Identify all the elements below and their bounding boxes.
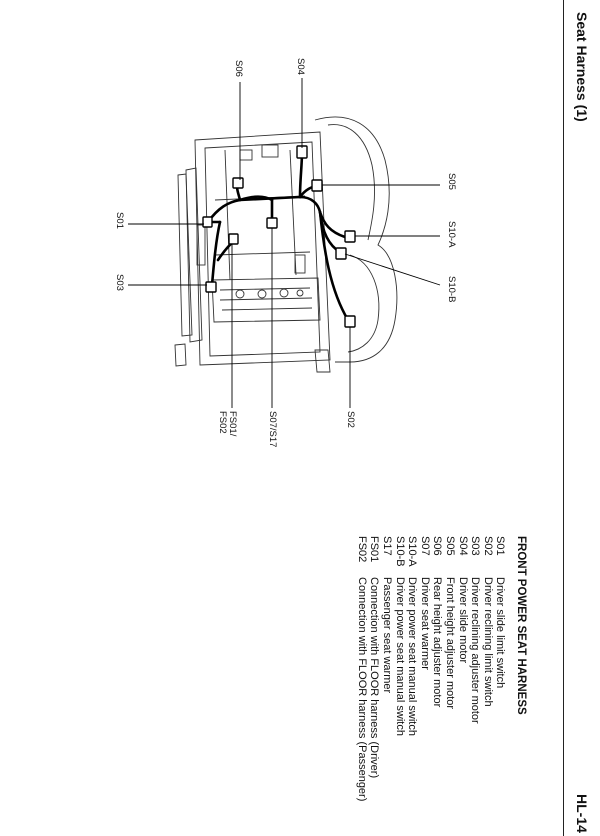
- rail-foot-2: [314, 349, 331, 373]
- connector-s05: [311, 179, 323, 192]
- cushion-inner-line-2: [347, 254, 380, 353]
- label-s06: S06: [233, 60, 244, 77]
- label-s03: S03: [114, 274, 125, 291]
- label-s01: S01: [114, 212, 125, 229]
- cushion-outline: [314, 116, 398, 363]
- legend-row: S10-A Driver power seat manual switch: [406, 536, 419, 801]
- legend-code: S03: [469, 536, 482, 556]
- legend-description: Driver power seat manual switch: [406, 577, 419, 736]
- cushion-inner-line: [327, 124, 375, 241]
- legend-row: S03Driver reclining adjuster motor: [469, 536, 482, 801]
- header-band: [563, 0, 600, 836]
- side-rail-left: [185, 167, 203, 343]
- side-rail-outer: [177, 173, 193, 337]
- legend-row: S06Rear height adjuster motor: [431, 536, 444, 801]
- legend-row: S04Driver slide motor: [456, 536, 469, 801]
- label-fs02: FS02: [217, 411, 228, 434]
- connector-s10b: [335, 247, 347, 260]
- seat-frame: [194, 131, 331, 366]
- label-s02: S02: [345, 411, 356, 428]
- connector-s03: [205, 281, 217, 293]
- legend-description: Connection with FLOOR harness (Passenger…: [355, 577, 368, 802]
- label-s04: S04: [295, 58, 306, 75]
- mechanism-box: [211, 277, 321, 323]
- connectors: [202, 145, 356, 328]
- connector-s01: [202, 216, 213, 228]
- legend-description: Driver reclining adjuster motor: [469, 577, 482, 724]
- legend-description: Driver seat warmer: [418, 577, 431, 670]
- legend-code: S10-B: [393, 536, 406, 567]
- legend: FRONT POWER SEAT HARNESS S01Driver slide…: [355, 536, 527, 801]
- rail-foot-1: [174, 343, 187, 367]
- legend-description: Driver slide limit switch: [494, 577, 507, 689]
- connector-s02: [344, 315, 356, 328]
- seat-frame-inner: [204, 141, 321, 357]
- legend-code: S07: [418, 536, 431, 556]
- legend-description: Driver power seat manual switch: [393, 577, 406, 736]
- legend-code: FS01: [368, 536, 381, 563]
- legend-description: Rear height adjuster motor: [431, 577, 444, 708]
- label-s07-s17: S07/S17: [267, 411, 278, 448]
- legend-code: S10-A: [406, 536, 419, 567]
- legend-row: FS02Connection with FLOOR harness (Passe…: [355, 536, 368, 801]
- legend-code: S04: [456, 536, 469, 556]
- legend-code: FS02: [355, 536, 368, 563]
- legend-row: S10-B Driver power seat manual switch: [393, 536, 406, 801]
- legend-row: S01Driver slide limit switch: [494, 536, 507, 801]
- legend-row: S05Front height adjuster motor: [443, 536, 456, 801]
- label-fs01: FS01/: [227, 411, 238, 437]
- connector-s10a: [344, 230, 356, 243]
- legend-row: S02Driver reclining limit switch: [481, 536, 494, 801]
- legend-code: S05: [444, 536, 457, 556]
- legend-description: Passenger seat warmer: [381, 577, 394, 694]
- connector-s06: [232, 177, 244, 189]
- legend-code: S17: [381, 536, 394, 556]
- legend-description: Driver slide motor: [456, 577, 469, 664]
- connector-fs: [228, 233, 239, 245]
- legend-row: S17Passenger seat warmer: [380, 536, 393, 801]
- label-s10b: S10-B: [446, 276, 457, 303]
- legend-description: Front height adjuster motor: [444, 577, 457, 710]
- legend-code: S01: [494, 536, 507, 556]
- connector-s07-s17: [266, 217, 278, 229]
- legend-description: Connection with FLOOR harness (Driver): [368, 577, 381, 779]
- legend-title: FRONT POWER SEAT HARNESS: [515, 536, 527, 715]
- legend-code: S06: [431, 536, 444, 556]
- label-s10a: S10-A: [446, 221, 457, 248]
- legend-row: FS01Connection with FLOOR harness (Drive…: [368, 536, 381, 801]
- label-s05: S05: [446, 173, 457, 190]
- leader-lines: [128, 78, 441, 408]
- legend-row: S07Driver seat warmer: [418, 536, 431, 801]
- legend-description: Driver reclining limit switch: [481, 577, 494, 707]
- legend-code: S02: [481, 536, 494, 556]
